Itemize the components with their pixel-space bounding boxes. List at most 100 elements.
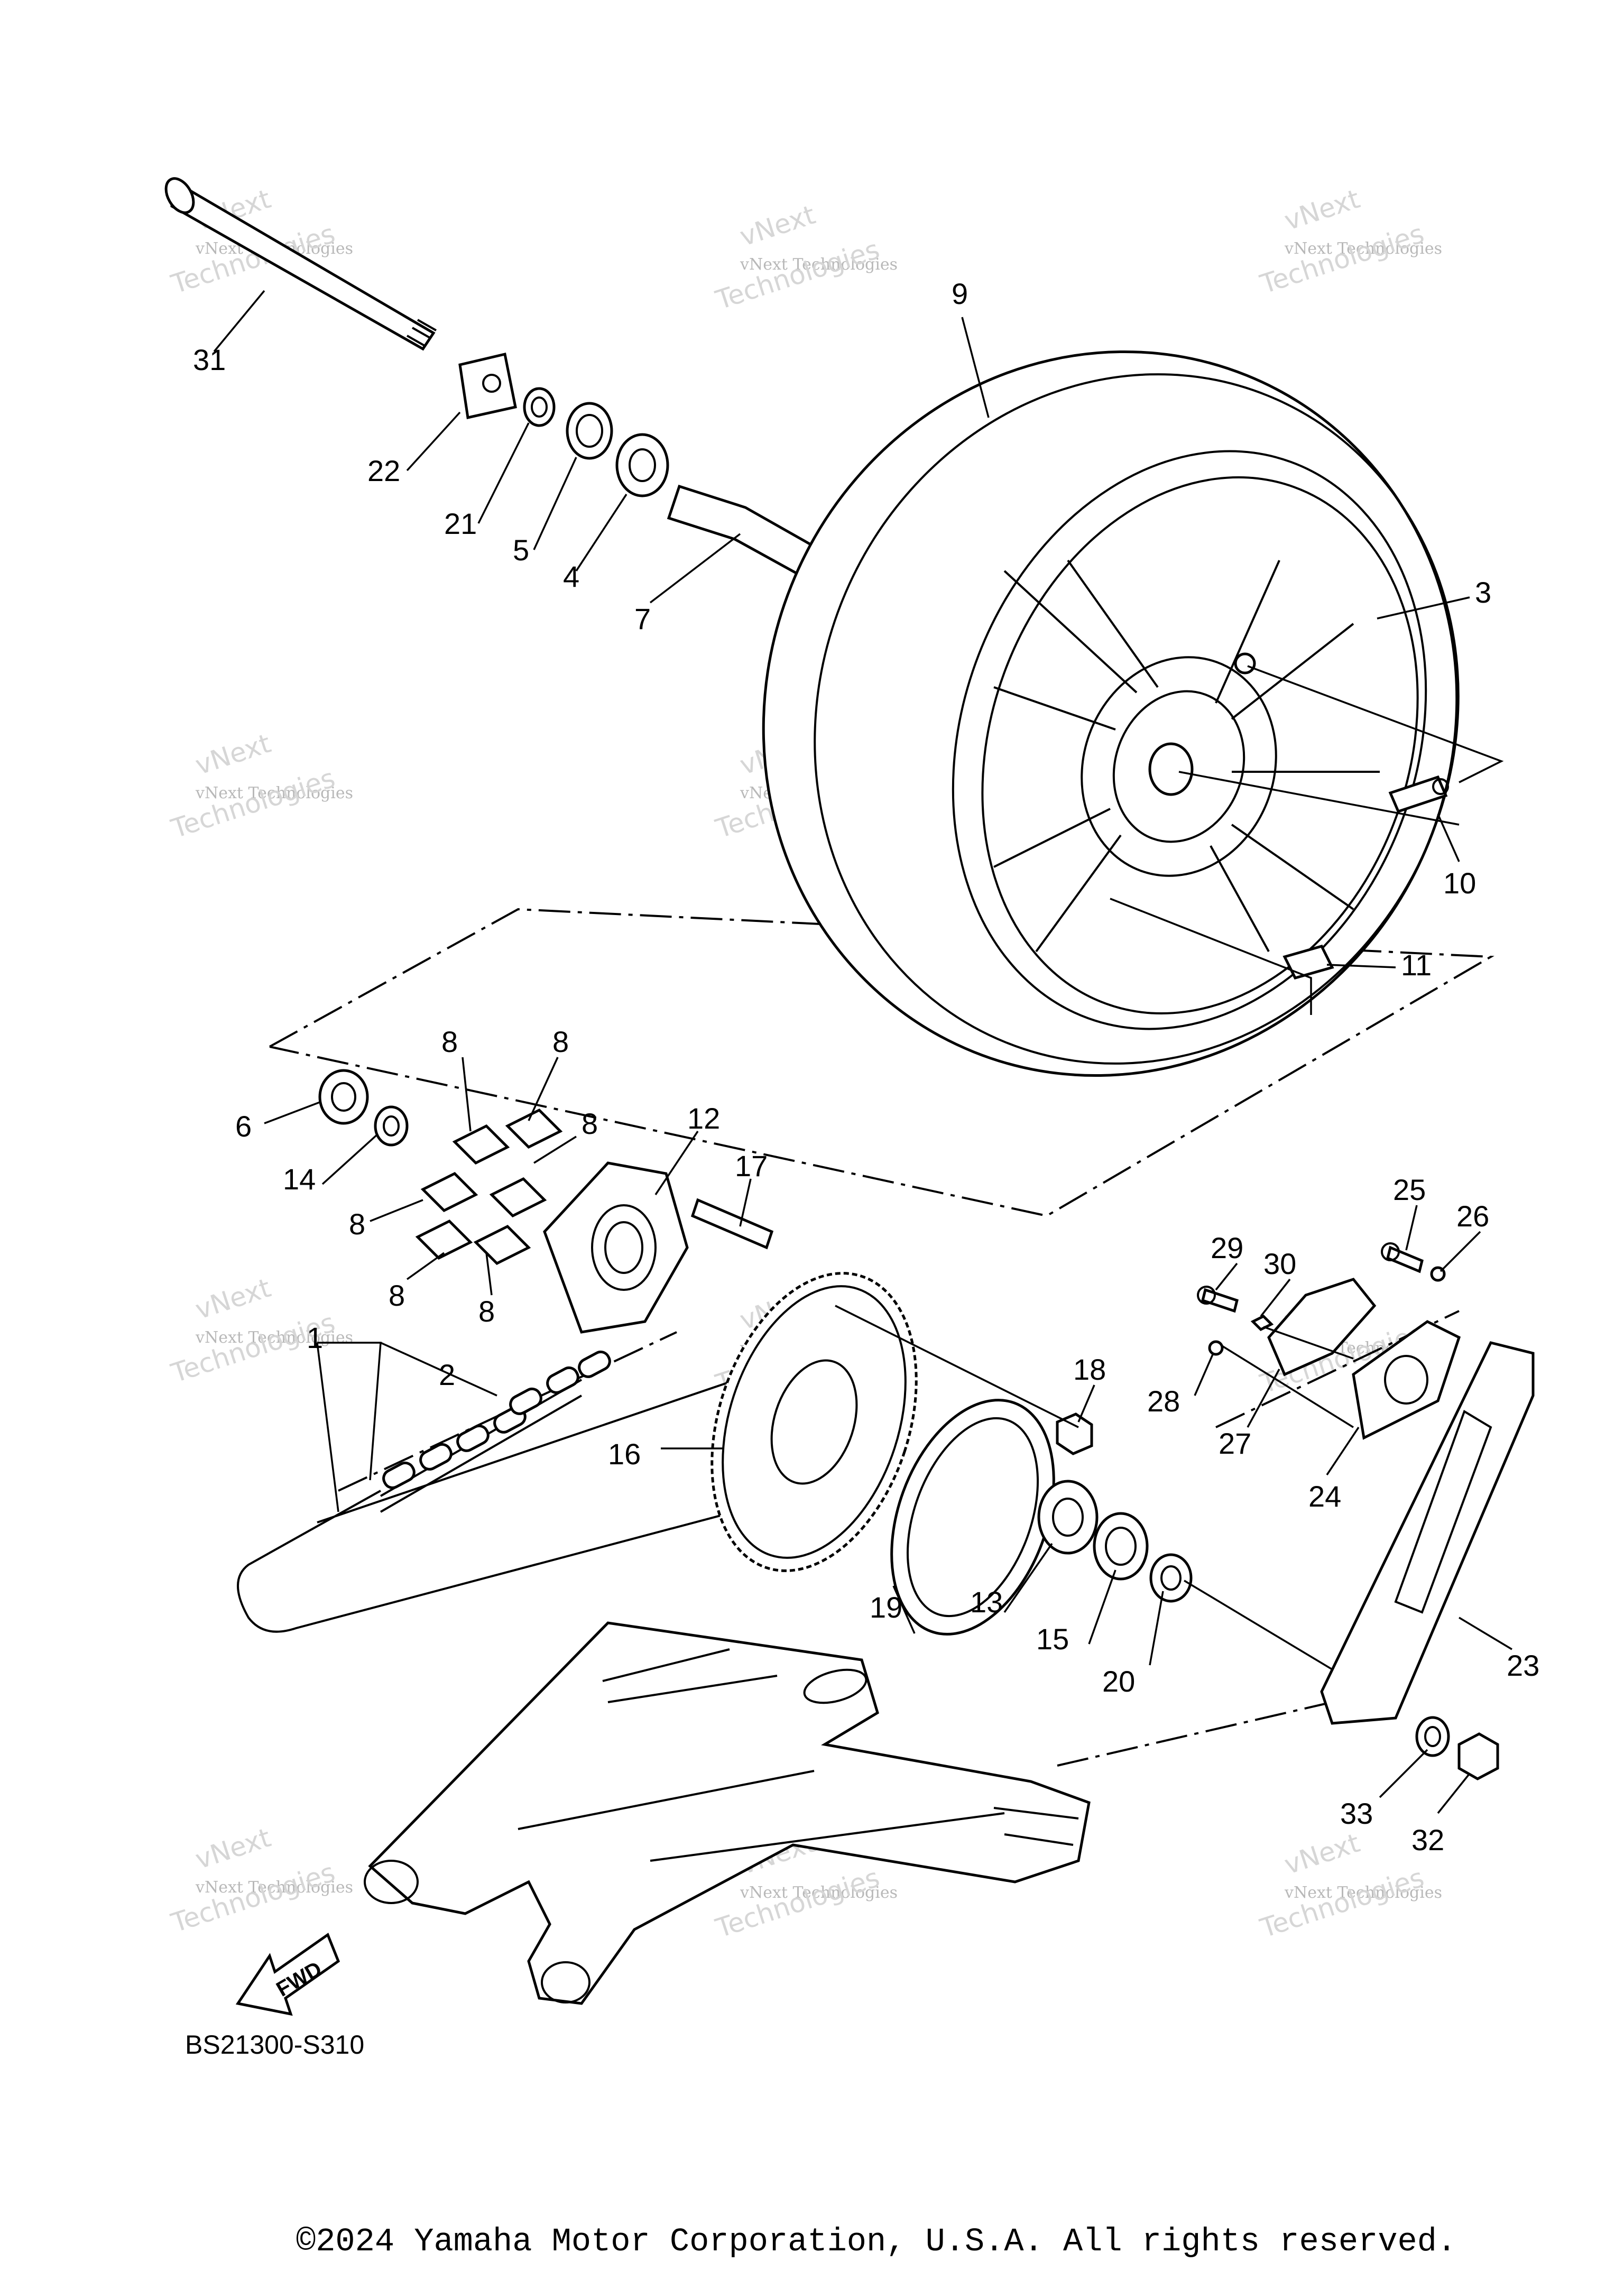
collar (523, 387, 556, 427)
callout-29: 29 (1211, 1231, 1243, 1264)
callout-19: 19 (870, 1591, 902, 1624)
callout-5: 5 (513, 533, 529, 567)
rear-axle (164, 177, 437, 351)
callout-16: 16 (608, 1437, 641, 1471)
bolt-29 (1201, 1288, 1239, 1313)
washer-33 (1415, 1716, 1450, 1757)
callout-8e: 8 (389, 1279, 405, 1312)
dampers (415, 1108, 563, 1266)
svg-text:vNext: vNext (1280, 1827, 1363, 1880)
callout-9: 9 (952, 277, 968, 310)
callout-20: 20 (1102, 1665, 1135, 1698)
bearing-6 (318, 1069, 369, 1125)
rim-outer (952, 450, 1427, 1030)
swingarm (364, 1621, 1091, 2005)
callout-8b: 8 (552, 1025, 569, 1058)
guide-24 (1352, 1320, 1461, 1440)
callout-4: 4 (563, 560, 579, 593)
callout-8c: 8 (582, 1107, 598, 1140)
valve-hole (1234, 652, 1256, 675)
svg-text:Technologies: Technologies (1256, 1862, 1427, 1944)
bearing (615, 433, 669, 497)
seal-15 (1093, 1512, 1149, 1581)
svg-text:Technologies: Technologies (1256, 218, 1427, 300)
rear-wheel (762, 350, 1460, 1077)
callout-11: 11 (1401, 948, 1432, 982)
svg-text:vNext Technologies: vNext Technologies (195, 784, 353, 802)
callouts: 31 22 21 5 4 7 9 3 10 11 6 14 8 8 8 8 8 … (193, 277, 1539, 1857)
callout-24: 24 (1308, 1480, 1341, 1513)
callout-15: 15 (1036, 1622, 1069, 1656)
chain-adjuster (1197, 1242, 1535, 1725)
bolt-25 (1386, 1245, 1424, 1273)
svg-text:Technologies: Technologies (167, 1857, 338, 1939)
collar-14 (374, 1105, 409, 1147)
leader-lines (213, 290, 1512, 1814)
callout-21: 21 (444, 507, 477, 540)
spokes (993, 559, 1380, 953)
fwd-arrow: FWD (235, 1933, 340, 2016)
callout-8a: 8 (441, 1025, 458, 1058)
watermark: vNext vNext Technologies Technologies (712, 199, 898, 316)
callout-13: 13 (970, 1585, 1003, 1619)
callout-18: 18 (1073, 1353, 1106, 1386)
clutch-hub (543, 1161, 689, 1334)
callout-25: 25 (1393, 1173, 1426, 1206)
callout-26: 26 (1456, 1199, 1489, 1233)
callout-23: 23 (1507, 1649, 1539, 1682)
right-side-parts (835, 1305, 1343, 1677)
chain-guard-23 (1320, 1341, 1535, 1725)
hub-assembly-outline (269, 908, 1494, 1217)
svg-text:vNext: vNext (191, 1272, 274, 1325)
callout-3: 3 (1475, 576, 1491, 609)
svg-text:vNext: vNext (191, 728, 274, 781)
collar-20 (1149, 1553, 1193, 1603)
callout-10: 10 (1443, 866, 1476, 900)
rear-sprocket (710, 1272, 918, 1572)
callout-12: 12 (687, 1102, 720, 1135)
callout-28: 28 (1147, 1384, 1180, 1418)
callout-14: 14 (283, 1162, 316, 1196)
svg-text:vNext Technologies: vNext Technologies (195, 1878, 353, 1897)
chain-line-top (338, 1331, 677, 1492)
tire-edge (814, 373, 1460, 1065)
washer-30 (1250, 1314, 1274, 1332)
bracket-27 (1267, 1278, 1377, 1377)
axle-nut-parts (1415, 1716, 1499, 1780)
svg-text:vNext Technologies: vNext Technologies (195, 1328, 353, 1347)
watermark: vNext vNext Technologies Technologies (167, 728, 353, 844)
callout-31: 31 (193, 343, 226, 376)
callout-33: 33 (1340, 1797, 1373, 1830)
rim-inner (981, 476, 1419, 1014)
bearing-13 (1037, 1480, 1099, 1555)
stud-bolt (690, 1198, 774, 1250)
sprocket-cover (890, 1399, 1055, 1636)
watermark: vNext vNext Technologies Technologies (1256, 183, 1442, 300)
nut-18 (1056, 1412, 1093, 1455)
washer-28 (1208, 1340, 1224, 1356)
hub-outer (1081, 656, 1277, 877)
svg-text:vNext Technologies: vNext Technologies (740, 1883, 898, 1902)
callout-27: 27 (1219, 1427, 1251, 1460)
callout-8f: 8 (478, 1295, 495, 1328)
callout-8d: 8 (349, 1207, 365, 1241)
nut-32 (1457, 1732, 1499, 1780)
chain-links (382, 1350, 611, 1489)
clutch-hub-parts (318, 1069, 774, 1334)
callout-32: 32 (1411, 1823, 1444, 1857)
copyright-notice: ©2024 Yamaha Motor Corporation, U.S.A. A… (296, 2223, 1457, 2260)
oil-seal (566, 402, 613, 460)
callout-7: 7 (634, 602, 651, 635)
svg-text:vNext: vNext (736, 199, 819, 252)
watermark: vNext vNext Technologies Technologies (167, 1822, 353, 1938)
valve-stem (1388, 775, 1448, 814)
axle-line-swingarm (1057, 1701, 1333, 1767)
callout-30: 30 (1263, 1247, 1296, 1280)
svg-text:vNext: vNext (1280, 183, 1363, 236)
svg-text:Technologies: Technologies (167, 763, 338, 845)
callout-1: 1 (307, 1321, 323, 1354)
valve-and-weight (1110, 665, 1504, 1015)
callout-2: 2 (439, 1358, 455, 1391)
drawing-code: BS21300-S310 (185, 2030, 364, 2060)
